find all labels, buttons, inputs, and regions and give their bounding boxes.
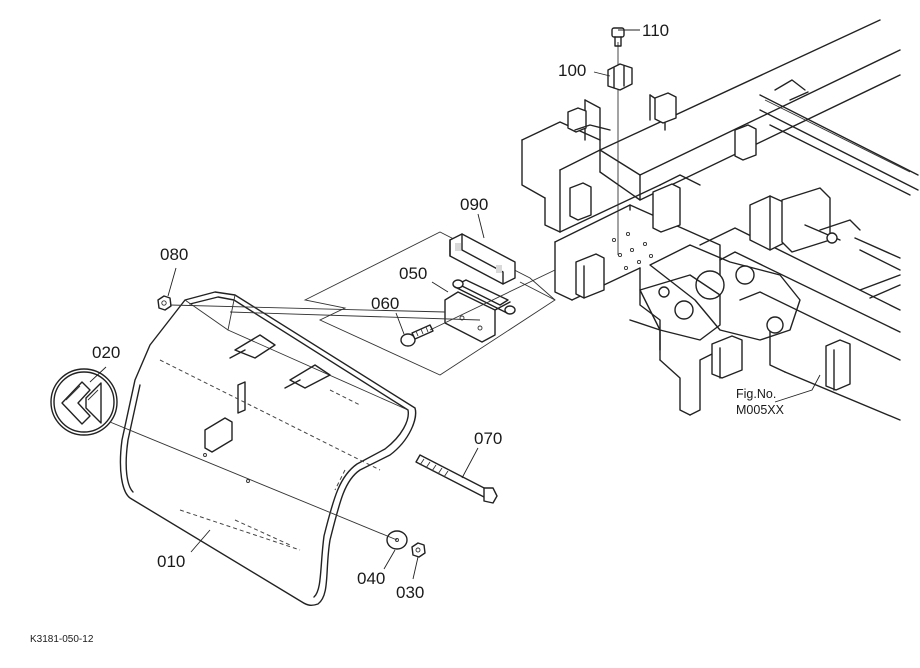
nut-080 [157,295,172,311]
clamp-100 [607,63,633,91]
label-050: 050 [399,264,427,283]
drawing-code: K3181-050-12 [30,634,94,645]
assembly-outline [303,231,556,376]
nut-030 [411,542,426,558]
fig-ref-line1: Fig.No. [736,387,776,401]
label-100: 100 [558,61,586,80]
bolt-070 [415,454,498,504]
label-090: 090 [460,195,488,214]
label-040: 040 [357,569,385,588]
chassis-frame [521,19,919,421]
leader-lines [89,29,821,580]
cover-010 [119,291,417,607]
part-labels: 110 100 090 050 060 080 020 070 010 040 … [30,21,785,645]
label-060: 060 [371,294,399,313]
label-010: 010 [157,552,185,571]
fig-ref-line2: M005XX [736,403,785,417]
label-110: 110 [642,21,669,40]
label-020: 020 [92,343,120,362]
emblem-020 [50,368,118,436]
label-030: 030 [396,583,424,602]
label-070: 070 [474,429,502,448]
bolt-060 [400,324,434,347]
label-080: 080 [160,245,188,264]
hinge-bracket-090 [449,233,516,285]
assembly-axes [109,269,556,541]
